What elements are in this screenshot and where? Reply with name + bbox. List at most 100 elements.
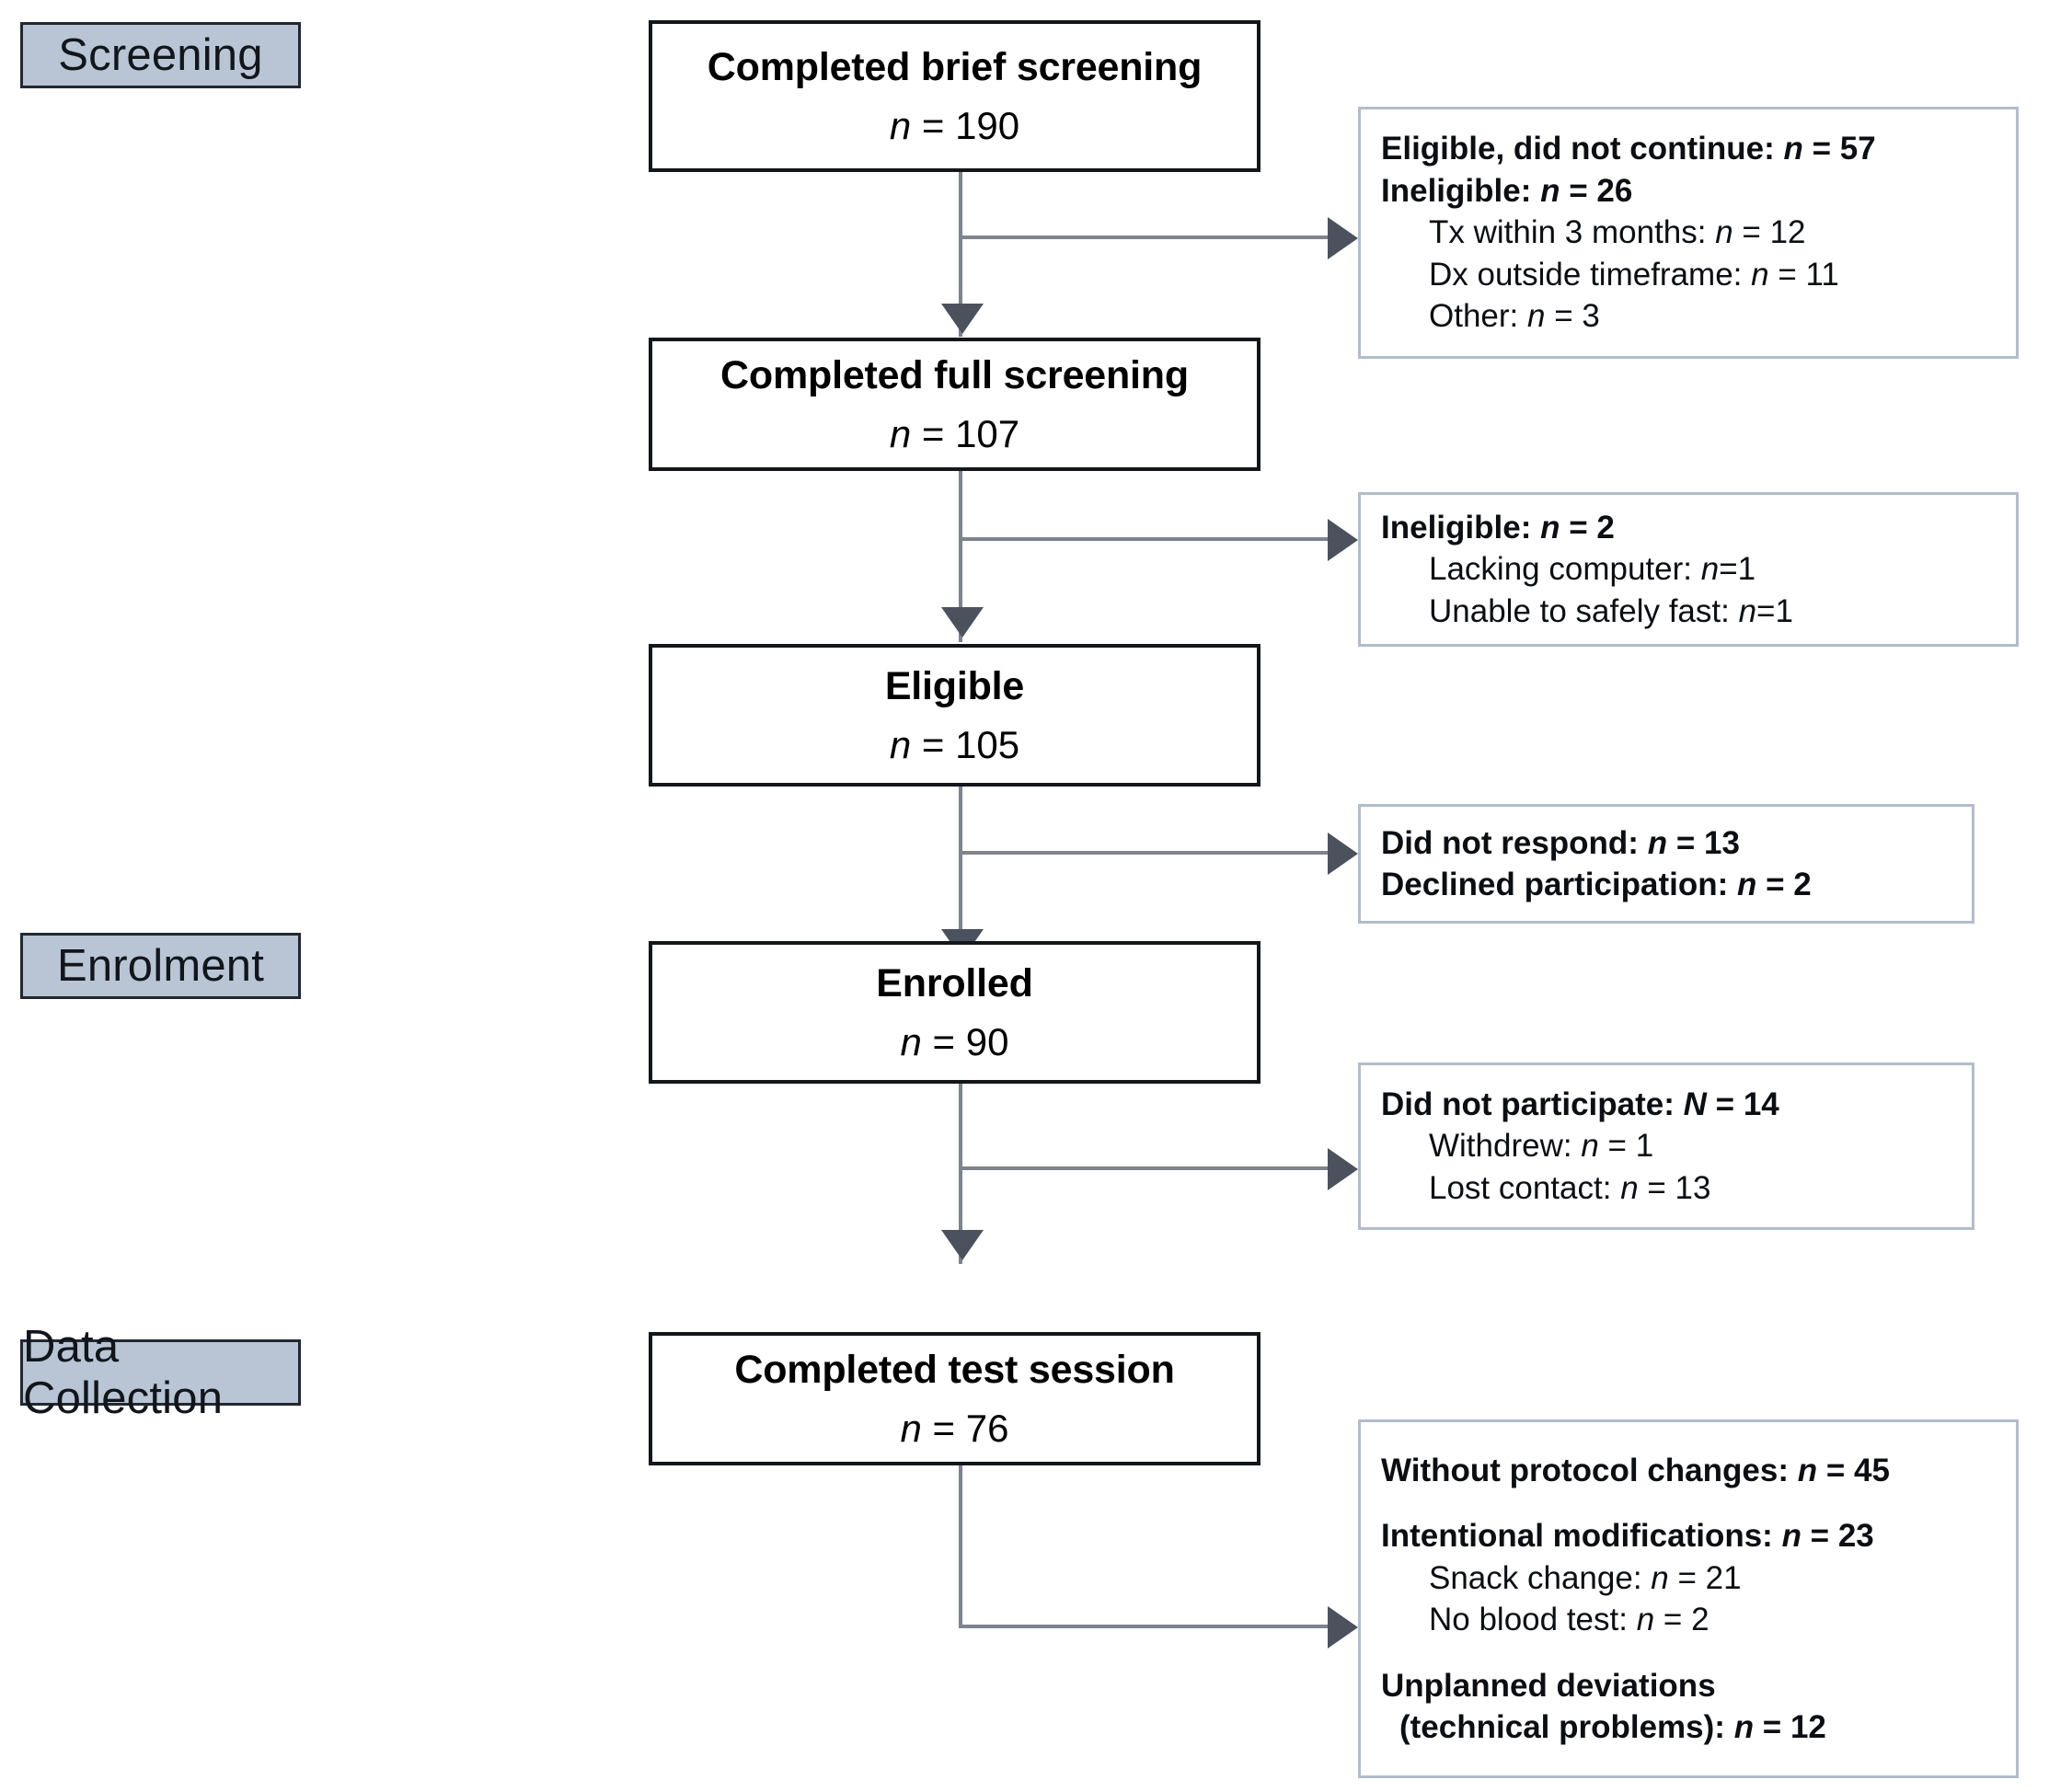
arrow-right-4 xyxy=(1328,1148,1358,1190)
side-line-sep: = xyxy=(1668,1559,1706,1596)
side-box-exclusions-after-full-screening: Ineligible: n = 2 Lacking computer: n=1 … xyxy=(1358,492,2019,647)
side-line-label: Lost contact: xyxy=(1429,1169,1612,1206)
side-line-value: 14 xyxy=(1743,1086,1779,1122)
side-line-label: Other: xyxy=(1429,298,1519,335)
side-line-value: 23 xyxy=(1837,1518,1874,1554)
side-box-line: Ineligible: n = 26 xyxy=(1381,170,1999,213)
flow-box-count-var: n xyxy=(900,1407,922,1451)
side-line-var: n xyxy=(1733,1709,1755,1745)
side-line-sep: = xyxy=(1817,1452,1855,1488)
side-line-label: (technical problems): xyxy=(1399,1709,1725,1745)
side-line-label: Unable to safely fast: xyxy=(1429,592,1730,629)
side-line-var: n xyxy=(1581,1128,1599,1165)
side-line-sep: = xyxy=(1667,824,1704,861)
connector-h-3 xyxy=(959,851,1339,855)
arrow-down-1 xyxy=(941,304,984,334)
flow-box-completed-test-session: Completed test session n = 76 xyxy=(649,1332,1260,1465)
side-line-value: 12 xyxy=(1790,1709,1826,1745)
side-line-sep: = xyxy=(1598,1128,1636,1165)
side-line-label: Dx outside timeframe: xyxy=(1429,256,1743,293)
flow-box-count-sep: = xyxy=(921,1407,966,1451)
side-line-sep: = xyxy=(1654,1602,1692,1637)
side-line-sep: = xyxy=(1719,551,1738,588)
stage-label-enrolment: Enrolment xyxy=(20,933,301,999)
flow-box-count: n = 105 xyxy=(890,721,1019,768)
side-line-value: 45 xyxy=(1854,1452,1890,1488)
flow-box-completed-full-screening: Completed full screening n = 107 xyxy=(649,338,1260,471)
side-line-label: Declined participation: xyxy=(1381,867,1729,902)
side-line-value: 1 xyxy=(1635,1128,1654,1165)
side-line-sep: = xyxy=(1756,867,1794,902)
side-line-label: No blood test: xyxy=(1429,1602,1628,1637)
stage-label-data-collection: Data Collection xyxy=(20,1322,301,1423)
side-line-label: Lacking computer: xyxy=(1429,551,1692,588)
flow-box-count-sep: = xyxy=(911,723,956,767)
flow-box-title: Completed full screening xyxy=(720,352,1189,397)
side-line-sep: = xyxy=(1802,131,1840,167)
side-line-label: Eligible, did not continue: xyxy=(1381,131,1775,167)
flow-box-title: Completed test session xyxy=(734,1347,1175,1392)
arrow-down-2 xyxy=(941,607,984,638)
stage-label-screening: Screening xyxy=(20,22,301,88)
side-line-sep: = xyxy=(1768,256,1806,293)
connector-v-2 xyxy=(959,471,962,642)
side-line-sep: = xyxy=(1756,592,1776,629)
side-line-value: 1 xyxy=(1775,592,1793,629)
side-line-value: 57 xyxy=(1839,131,1876,167)
side-box-line: Lost contact: n = 13 xyxy=(1381,1167,1955,1210)
flow-box-count-value: 107 xyxy=(955,412,1020,456)
side-line-value: 21 xyxy=(1705,1559,1742,1596)
side-box-line: Ineligible: n = 2 xyxy=(1381,507,1999,549)
side-line-sep: = xyxy=(1638,1169,1675,1206)
side-line-value: 3 xyxy=(1582,298,1600,335)
side-box-line: Intentional modifications: n = 23 xyxy=(1381,1515,1999,1557)
flow-box-enrolled: Enrolled n = 90 xyxy=(649,941,1260,1084)
side-box-line: Snack change: n = 21 xyxy=(1381,1557,1999,1600)
side-line-value: 13 xyxy=(1703,824,1740,861)
side-box-exclusions-after-brief-screening: Eligible, did not continue: n = 57 Ineli… xyxy=(1358,107,2019,359)
side-line-label: Ineligible: xyxy=(1381,172,1532,209)
arrow-right-1 xyxy=(1328,217,1358,259)
connector-v-1 xyxy=(959,171,962,337)
connector-h-4 xyxy=(959,1166,1339,1170)
side-line-var: n xyxy=(1527,298,1546,335)
side-box-exclusions-after-eligible: Did not respond: n = 13 Declined partici… xyxy=(1358,804,1974,924)
side-line-sep: = xyxy=(1545,298,1583,335)
side-line-var: n xyxy=(1540,172,1560,209)
side-box-line: Eligible, did not continue: n = 57 xyxy=(1381,128,1999,170)
side-line-value: 2 xyxy=(1596,509,1615,546)
side-box-line: Tx within 3 months: n = 12 xyxy=(1381,212,1999,254)
side-line-label: Did not respond: xyxy=(1381,824,1639,861)
side-line-var: n xyxy=(1700,551,1720,588)
flow-box-completed-brief-screening: Completed brief screening n = 190 xyxy=(649,20,1260,172)
side-box-line: Other: n = 3 xyxy=(1381,295,1999,338)
flow-box-count-var: n xyxy=(900,1020,922,1064)
side-line-label: Withdrew: xyxy=(1429,1128,1572,1165)
side-box-line: No blood test: n = 2 xyxy=(1381,1599,1999,1641)
arrow-right-5 xyxy=(1328,1606,1358,1648)
side-box-exclusions-after-enrolled: Did not participate: N = 14 Withdrew: n … xyxy=(1358,1063,1974,1230)
side-line-value: 2 xyxy=(1793,867,1812,902)
flow-box-count-value: 190 xyxy=(955,104,1020,148)
flow-box-count-var: n xyxy=(889,412,912,456)
side-line-sep: = xyxy=(1732,214,1770,251)
side-box-line: Unable to safely fast: n=1 xyxy=(1381,591,1999,633)
connector-v-5 xyxy=(959,1463,962,1628)
side-line-label: Unplanned deviations xyxy=(1381,1667,1716,1704)
arrow-right-3 xyxy=(1328,833,1358,875)
connector-v-3 xyxy=(959,787,962,963)
side-box-line: (technical problems): n = 12 xyxy=(1381,1706,1999,1749)
side-line-value: 13 xyxy=(1675,1169,1711,1206)
side-line-var: n xyxy=(1620,1169,1639,1206)
side-line-var: n xyxy=(1636,1602,1655,1637)
side-box-line: Withdrew: n = 1 xyxy=(1381,1125,1955,1167)
side-box-line: Did not respond: n = 13 xyxy=(1381,822,1955,865)
flow-box-count-value: 105 xyxy=(955,723,1020,767)
side-line-label: Tx within 3 months: xyxy=(1429,214,1707,251)
side-box-line: Without protocol changes: n = 45 xyxy=(1381,1450,1999,1492)
side-line-label: Snack change: xyxy=(1429,1559,1642,1596)
flow-box-title: Enrolled xyxy=(876,960,1033,1005)
flow-box-count: n = 76 xyxy=(901,1405,1009,1452)
flow-box-count-value: 76 xyxy=(965,1407,1009,1451)
